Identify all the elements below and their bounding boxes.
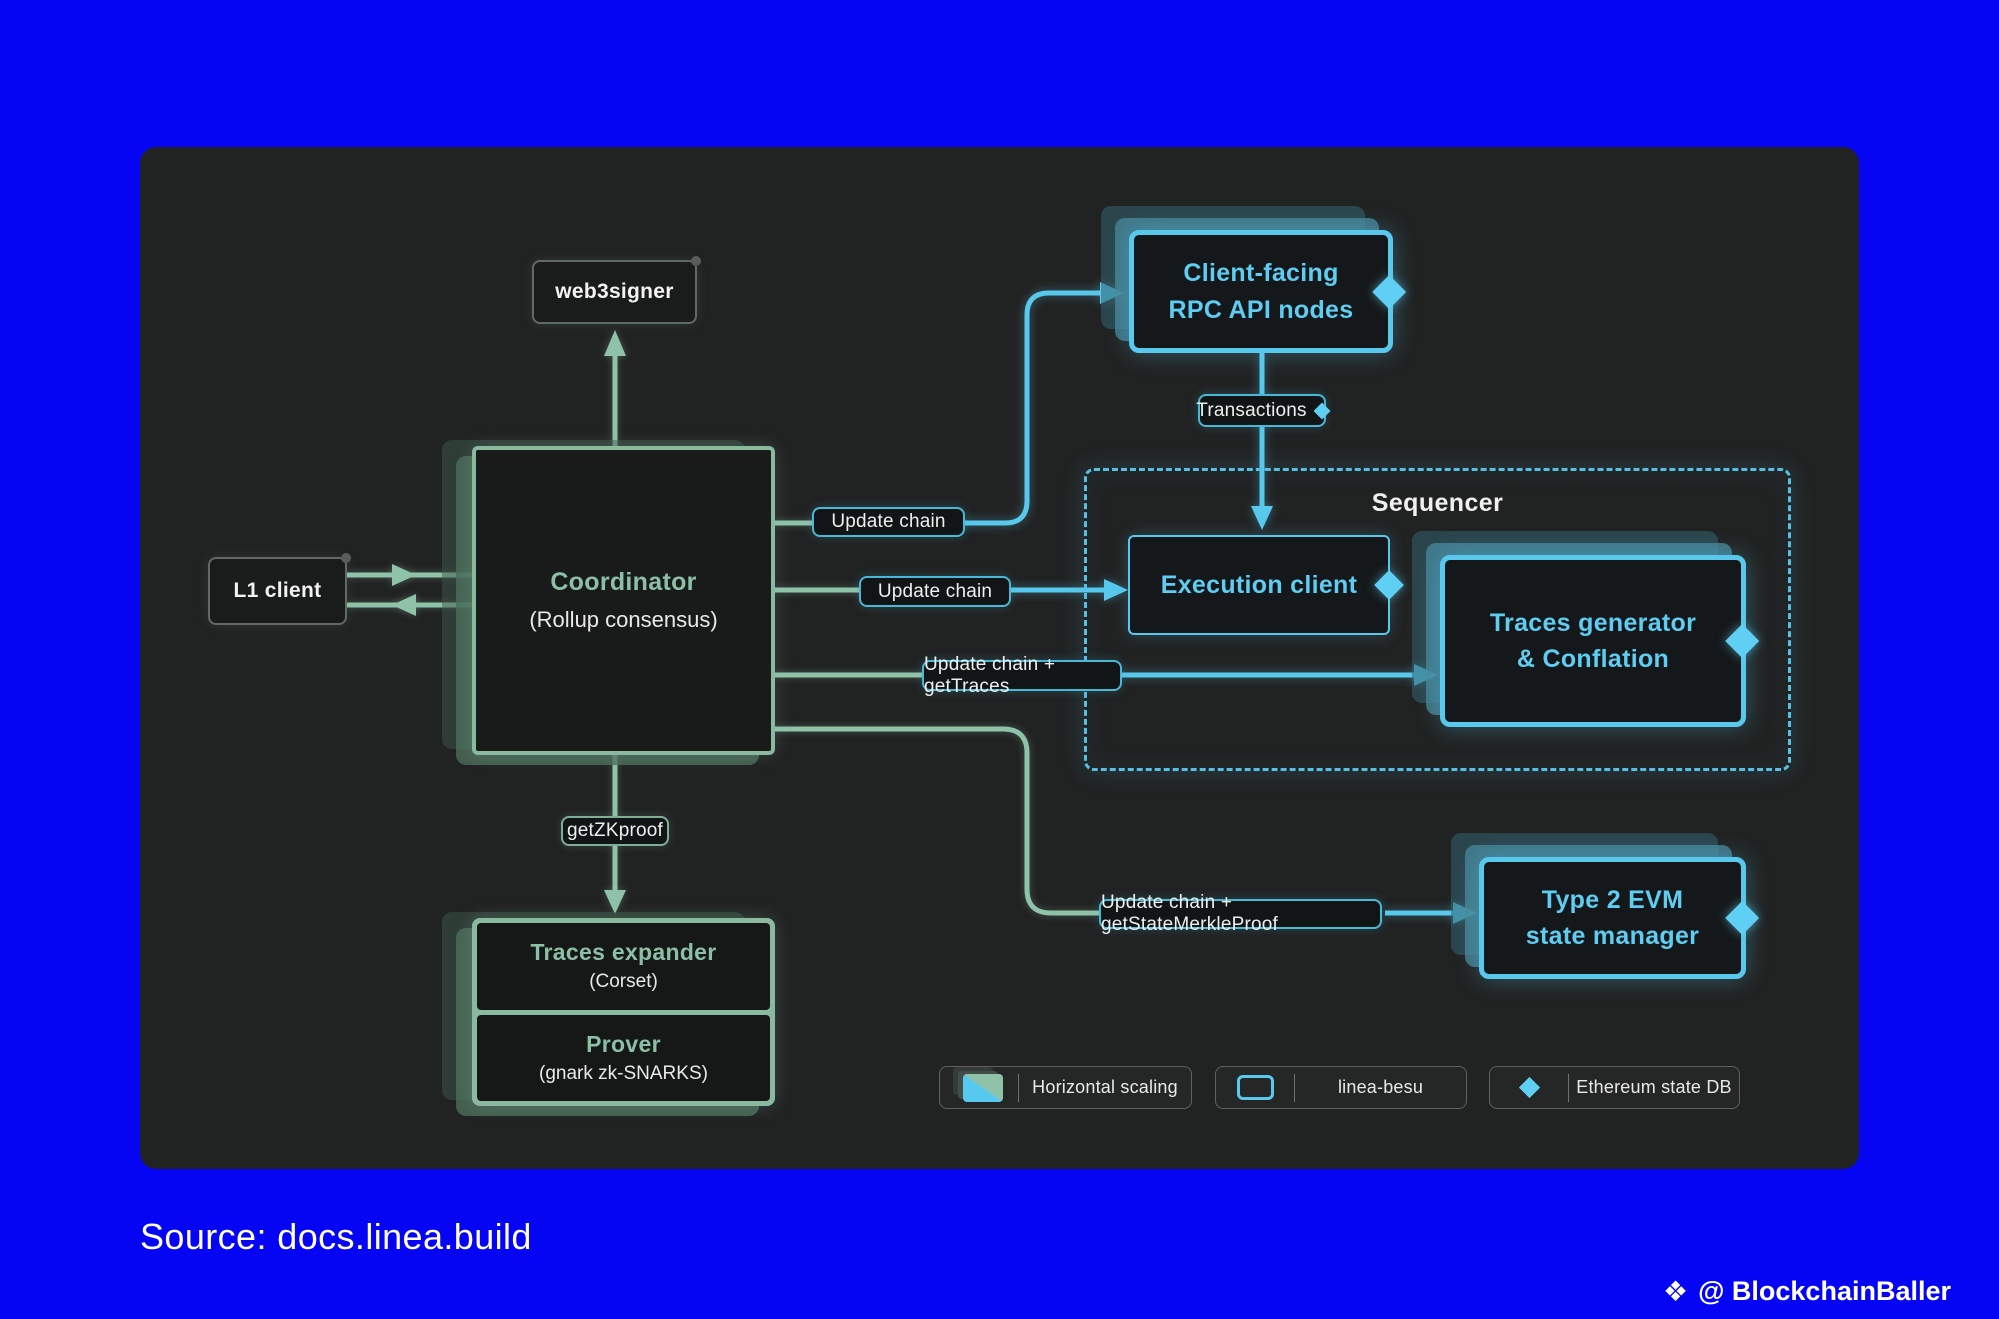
traces-generator-line1: Traces generator [1489, 608, 1697, 637]
edge-label-transactions: Transactions [1196, 394, 1331, 427]
rpc-api-nodes-node: Client-facing RPC API nodes [1101, 206, 1407, 353]
legend-divider [1018, 1073, 1019, 1102]
traces-generator-node: Traces generator & Conflation [1412, 531, 1760, 727]
legend-item-horizontal-scaling: Horizontal scaling [939, 1066, 1192, 1109]
legend-item-ethereum-state-db: Ethereum state DB [1489, 1066, 1740, 1109]
sequencer-title: Sequencer [1371, 489, 1504, 517]
edge-label-update-chain-2: Update chain [859, 576, 1011, 607]
traces-expander-cell: Traces expander (Corset) [477, 923, 770, 1010]
edge-label-text: Update chain + getStateMerkleProof [1101, 892, 1278, 935]
l1-client-label: L1 client [233, 579, 322, 602]
web3signer-label: web3signer [555, 280, 674, 303]
legend-label: Horizontal scaling [1032, 1077, 1178, 1097]
traces-expander-prover-node: Traces expander (Corset) Prover (gnark z… [442, 912, 775, 1116]
legend-label: Ethereum state DB [1576, 1077, 1732, 1097]
execution-client-node: Execution client [1128, 535, 1404, 635]
edge-label-update-chain-getstatemerkleproof: Update chain + getStateMerkleProof [1099, 892, 1382, 935]
execution-client-label: Execution client [1160, 570, 1358, 599]
brand-diamond-icon: ❖ [1662, 1275, 1689, 1307]
web3signer-node: web3signer [532, 256, 701, 324]
coordinator-subtitle: (Rollup consensus) [529, 607, 718, 632]
edge-label-text: Update chain + getTraces [924, 653, 1056, 697]
legend-divider [1568, 1073, 1569, 1102]
source-caption: Source: docs.linea.build [140, 1216, 532, 1257]
traces-expander-subtitle: (Corset) [589, 971, 658, 993]
prover-subtitle: (gnark zk-SNARKS) [539, 1062, 708, 1084]
edge-label-text: Update chain [831, 511, 946, 532]
legend-divider [1294, 1073, 1295, 1102]
prover-title: Prover [586, 1030, 661, 1057]
type2-evm-state-manager-node: Type 2 EVM state manager [1451, 833, 1760, 979]
rpc-title-line1: Client-facing [1183, 259, 1339, 288]
edge-label-text: getZKproof [567, 820, 663, 841]
l1-client-node: L1 client [208, 553, 351, 625]
author-handle: @ BlockchainBaller [1698, 1276, 1951, 1306]
traces-expander-title: Traces expander [530, 939, 717, 966]
edge-label-update-chain-gettraces: Update chain + getTraces [922, 654, 1122, 697]
prover-cell: Prover (gnark zk-SNARKS) [477, 1014, 770, 1101]
coordinator-title: Coordinator [550, 568, 697, 596]
edge-label-update-chain-1: Update chain [812, 507, 965, 537]
horizontal-scaling-icon [940, 1066, 1018, 1108]
sequencer-group: Sequencer [1084, 468, 1791, 771]
connector-dot [691, 256, 701, 266]
traces-generator-line2: & Conflation [1516, 645, 1670, 673]
type2-evm-line2: state manager [1525, 922, 1700, 950]
ethereum-state-db-icon [1490, 1067, 1568, 1108]
edge-label-getzkproof: getZKproof [561, 816, 669, 846]
edge-label-text: Update chain [877, 580, 993, 602]
type2-evm-line1: Type 2 EVM [1541, 885, 1684, 914]
author-credit: ❖ @ BlockchainBaller [1663, 1276, 1951, 1307]
coordinator-node: Coordinator (Rollup consensus) [442, 440, 775, 765]
linea-besu-icon [1216, 1067, 1294, 1108]
legend-label: linea-besu [1337, 1077, 1424, 1097]
legend-item-linea-besu: linea-besu [1215, 1066, 1467, 1109]
connector-dot [341, 553, 351, 563]
rpc-title-line2: RPC API nodes [1168, 295, 1354, 324]
edge-label-text: Transactions [1196, 399, 1307, 421]
